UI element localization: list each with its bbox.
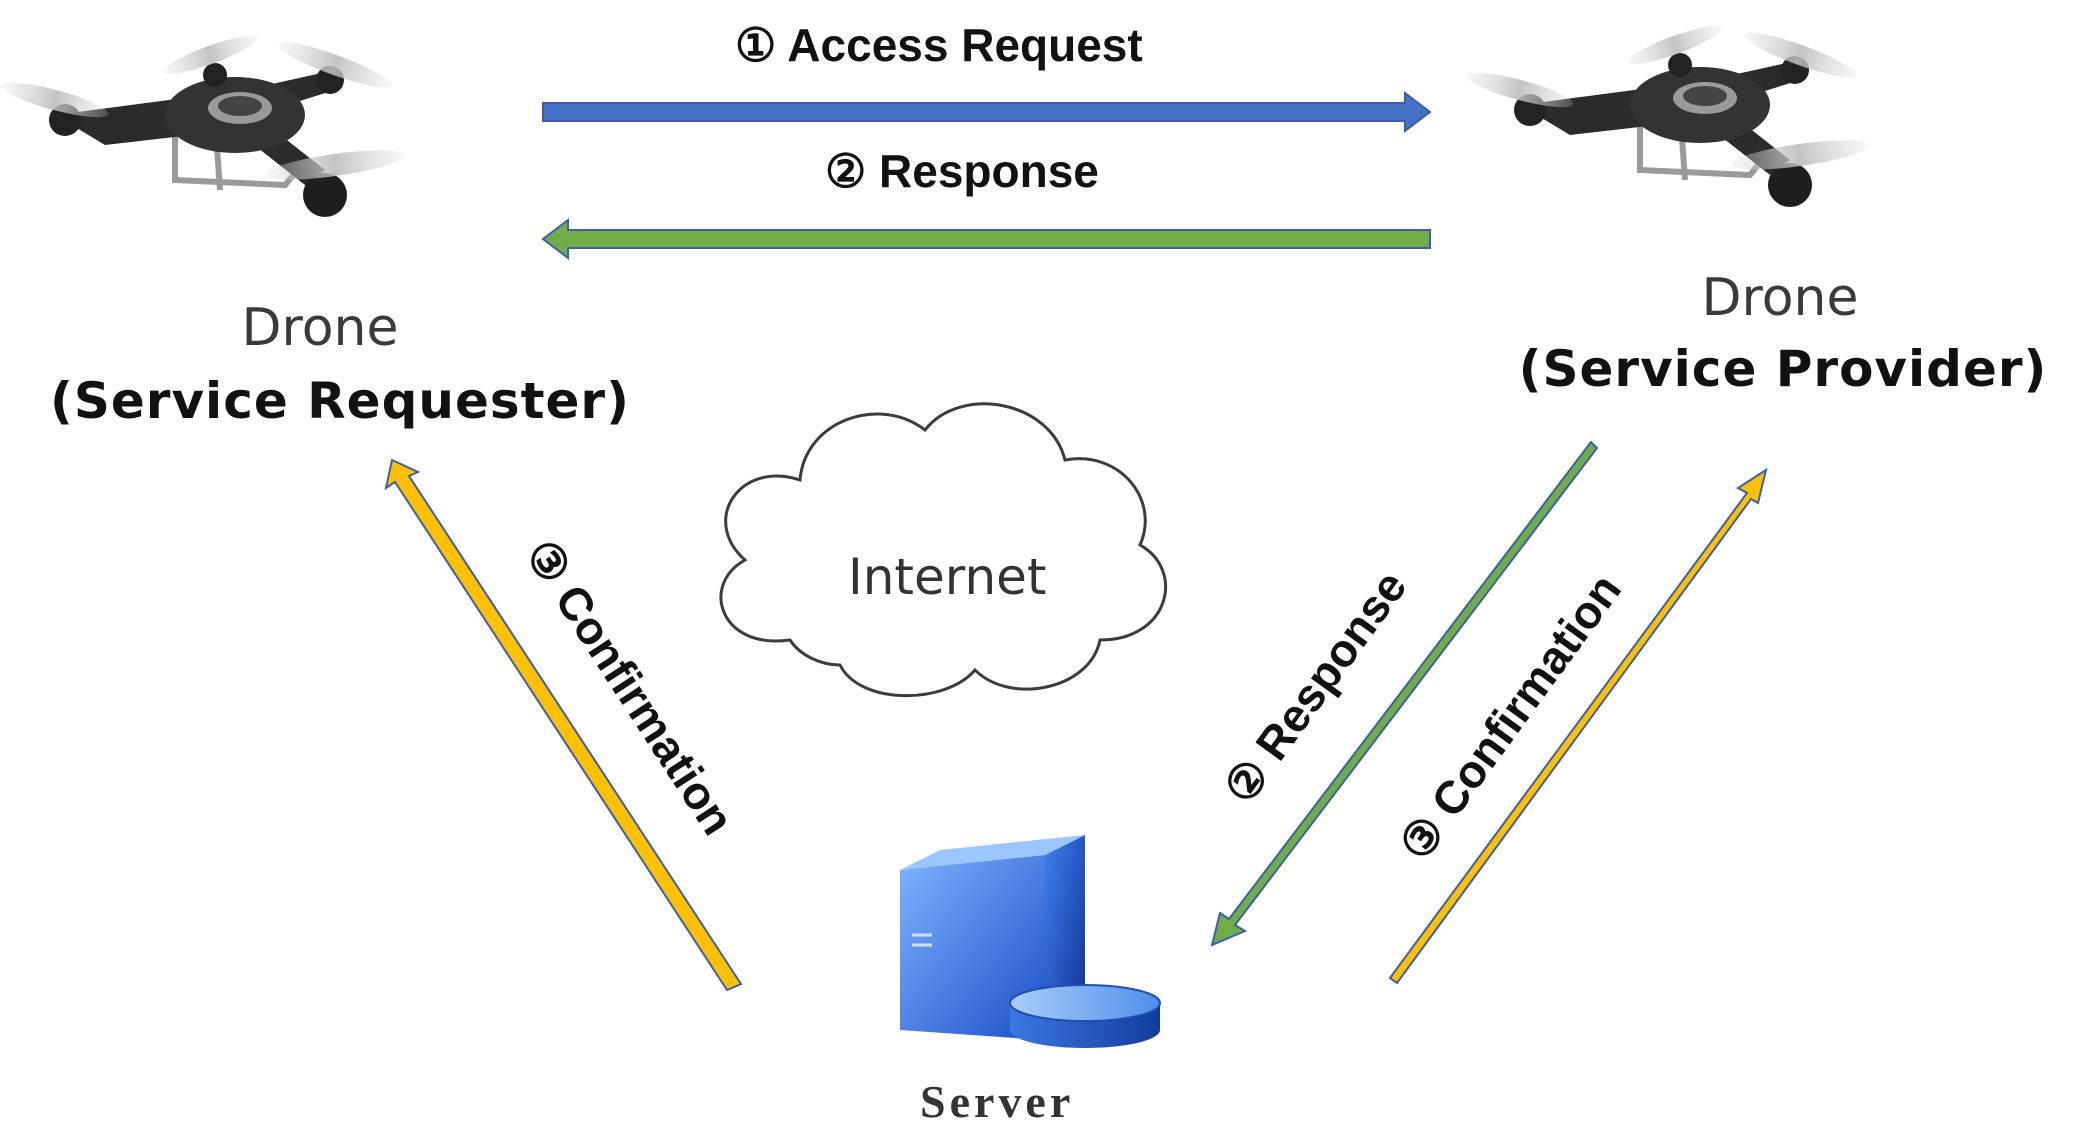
- drone-provider-icon: [1466, 25, 1870, 207]
- provider-subtitle: (Service Provider): [1518, 340, 2048, 398]
- arrow-response-top: [541, 217, 1431, 261]
- arrow-confirmation-right: [1388, 467, 1768, 985]
- cloud-icon: [719, 402, 1167, 698]
- arrow-access-request: [542, 90, 1432, 134]
- arrow-response-right: [1210, 440, 1599, 947]
- internet-label: Internet: [848, 548, 1047, 606]
- provider-title: Drone: [1701, 268, 1859, 328]
- access-request-label: ① Access Request: [735, 19, 1143, 71]
- server-icon: [900, 835, 1161, 1048]
- arrow-confirmation-left: [384, 458, 743, 992]
- server-label: Server: [920, 1076, 1075, 1127]
- requester-title: Drone: [241, 298, 399, 358]
- requester-subtitle: (Service Requester): [50, 372, 630, 430]
- drone-requester-icon: [1, 35, 405, 217]
- response-top-label: ② Response: [825, 145, 1099, 197]
